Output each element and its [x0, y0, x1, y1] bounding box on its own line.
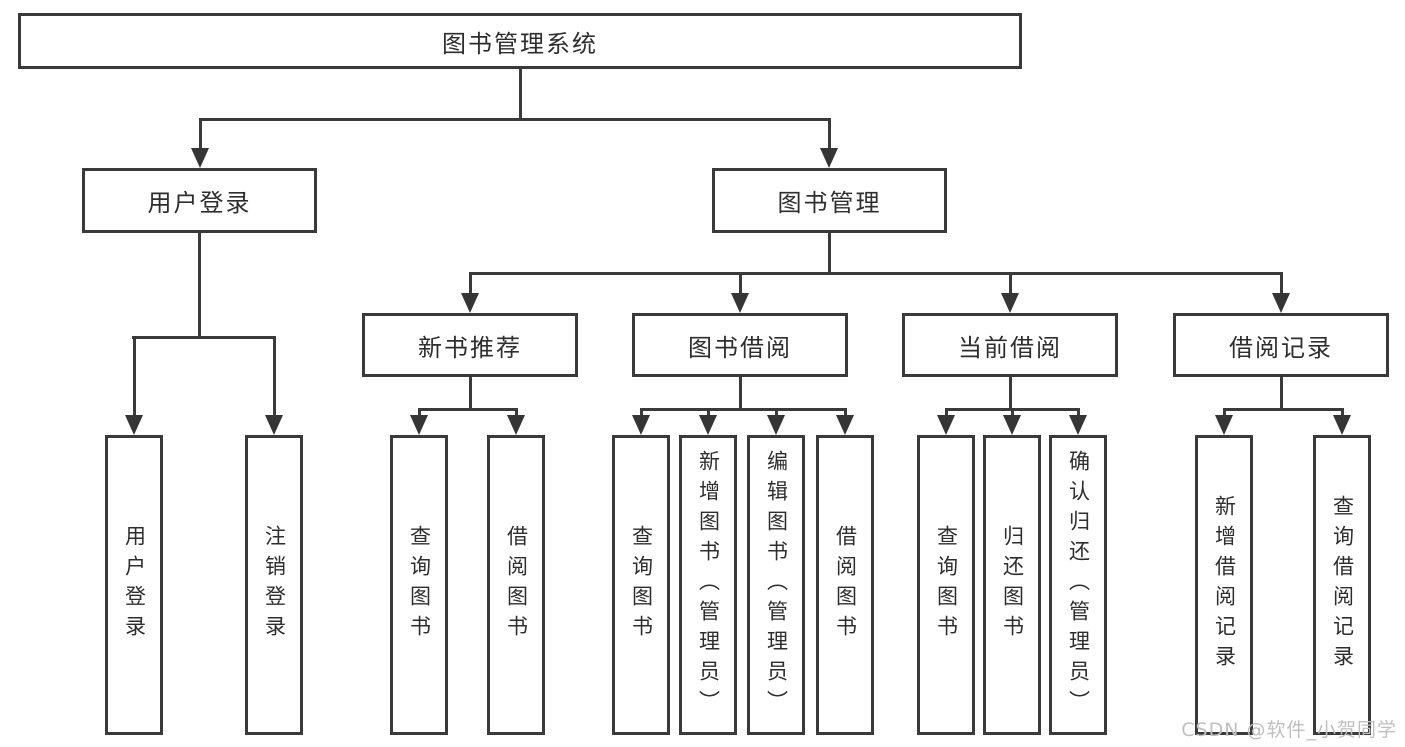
arrowhead-icon [125, 415, 143, 435]
node-label: 当前借阅 [958, 333, 1062, 362]
node-label: 查询借阅记录 [1330, 495, 1355, 675]
node-borrowing-records: 借阅记录 [1173, 313, 1389, 377]
arrowhead-icon [836, 415, 854, 435]
connector-drop-leaf [1011, 408, 1014, 418]
node-label: 新增图书（管理员） [696, 450, 721, 720]
leaf-query-books-recommend: 查询图书 [390, 435, 448, 735]
connector-drop-leaf [273, 336, 276, 418]
node-label: 查询图书 [629, 525, 654, 645]
connector-drop-book-management [828, 118, 831, 152]
connector-leaf-rail [418, 408, 518, 411]
connector-drop-leaf [844, 408, 847, 418]
arrowhead-icon [1215, 415, 1233, 435]
leaf-add-borrow-record: 新增借阅记录 [1195, 435, 1253, 735]
connector-user-login-stem [198, 233, 201, 336]
node-label: 新书推荐 [418, 333, 522, 362]
node-user-login: 用户登录 [82, 168, 317, 233]
arrowhead-icon [1272, 293, 1290, 313]
node-label: 确认归还（管理员） [1066, 450, 1091, 720]
arrowhead-icon [1069, 415, 1087, 435]
leaf-confirm-return-admin: 确认归还（管理员） [1049, 435, 1107, 735]
connector-drop-leaf [945, 408, 948, 418]
connector-drop-leaf [1341, 408, 1344, 418]
leaf-edit-book-admin: 编辑图书（管理员） [747, 435, 805, 735]
connector-drop-leaf [1223, 408, 1226, 418]
leaf-query-borrow-record: 查询借阅记录 [1313, 435, 1371, 735]
leaf-logout: 注销登录 [245, 435, 303, 735]
connector-section-stem [1009, 377, 1012, 408]
connector-book-management-stem [828, 233, 831, 272]
node-label: 借阅图书 [833, 525, 858, 645]
node-label: 查询图书 [407, 525, 432, 645]
connector-drop-section [1009, 272, 1012, 297]
connector-drop-section [739, 272, 742, 297]
node-label: 用户登录 [147, 189, 252, 217]
connector-level3-rail [469, 272, 1283, 275]
node-book-borrowing: 图书借阅 [632, 313, 848, 377]
node-label: 归还图书 [1000, 525, 1025, 645]
arrowhead-icon [699, 415, 717, 435]
connector-section-stem [739, 377, 742, 408]
node-label: 编辑图书（管理员） [764, 450, 789, 720]
csdn-watermark: CSDN @软件_小贺同学 [1181, 719, 1397, 741]
connector-leaf-rail [1223, 408, 1343, 411]
connector-drop-leaf [418, 408, 421, 418]
leaf-user-login: 用户登录 [105, 435, 163, 735]
node-label: 新增借阅记录 [1212, 495, 1237, 675]
node-label: 查询图书 [934, 525, 959, 645]
arrowhead-icon [820, 148, 838, 168]
leaf-query-books-current: 查询图书 [917, 435, 975, 735]
node-label: 图书借阅 [688, 333, 792, 362]
node-new-book-recommendation: 新书推荐 [362, 313, 578, 377]
connector-drop-section [469, 272, 472, 297]
leaf-add-book-admin: 新增图书（管理员） [679, 435, 737, 735]
node-current-borrowing: 当前借阅 [902, 313, 1118, 377]
arrowhead-icon [461, 293, 479, 313]
arrowhead-icon [191, 148, 209, 168]
connector-drop-section [1280, 272, 1283, 297]
node-label: 图书管理系统 [442, 29, 598, 58]
arrowhead-icon [265, 415, 283, 435]
node-library-system: 图书管理系统 [18, 13, 1022, 69]
connector-drop-user-login [199, 118, 202, 152]
connector-drop-leaf [1077, 408, 1080, 418]
node-label: 借阅记录 [1229, 333, 1333, 362]
arrowhead-icon [507, 415, 525, 435]
arrowhead-icon [767, 415, 785, 435]
arrowhead-icon [731, 293, 749, 313]
connector-leaf-rail [640, 408, 846, 411]
connector-root-stem [519, 69, 522, 118]
connector-drop-leaf [707, 408, 710, 418]
leaf-borrow-books-borrowing: 借阅图书 [816, 435, 874, 735]
leaf-query-books-borrowing: 查询图书 [612, 435, 670, 735]
leaf-return-books: 归还图书 [983, 435, 1041, 735]
connector-user-login-rail [132, 336, 275, 339]
arrowhead-icon [1001, 293, 1019, 313]
arrowhead-icon [1333, 415, 1351, 435]
arrowhead-icon [632, 415, 650, 435]
connector-drop-leaf [515, 408, 518, 418]
arrowhead-icon [1003, 415, 1021, 435]
node-book-management: 图书管理 [712, 168, 947, 233]
node-label: 借阅图书 [504, 525, 529, 645]
arrowhead-icon [937, 415, 955, 435]
arrowhead-icon [410, 415, 428, 435]
connector-drop-leaf [775, 408, 778, 418]
connector-drop-leaf [640, 408, 643, 418]
connector-section-stem [469, 377, 472, 408]
connector-level2-rail [199, 118, 831, 121]
node-label: 图书管理 [777, 189, 882, 217]
node-label: 用户登录 [122, 525, 147, 645]
node-label: 注销登录 [262, 525, 287, 645]
connector-drop-leaf [133, 336, 136, 418]
leaf-borrow-books-recommend: 借阅图书 [487, 435, 545, 735]
connector-section-stem [1280, 377, 1283, 408]
